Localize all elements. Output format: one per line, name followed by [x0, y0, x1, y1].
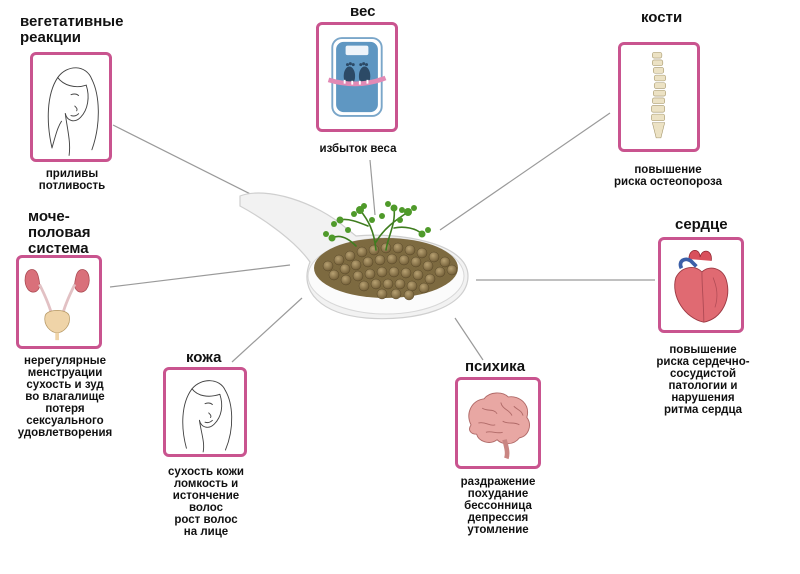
node-image-skin [163, 367, 247, 457]
node-desc-heart: повышение риска сердечно- сосудистой пат… [656, 344, 750, 416]
node-desc-vegetative: приливы потливость [38, 168, 106, 192]
woman-face-icon [182, 380, 233, 453]
node-title-bones: кости [641, 9, 683, 26]
line-skin [231, 297, 303, 363]
scale-icon [327, 37, 387, 117]
node-desc-skin: сухость кожи ломкость и истончение волос… [168, 466, 244, 538]
spoon-with-seeds-icon [239, 192, 469, 320]
line-bones [439, 112, 611, 231]
node-title-weight: вес [350, 3, 376, 20]
node-image-weight [316, 22, 398, 132]
node-desc-weight: избыток веса [319, 143, 397, 155]
node-title-psyche: психика [465, 358, 526, 375]
node-desc-urogenital: нерегулярные менструации сухость и зуд в… [17, 355, 113, 439]
node-image-heart [658, 237, 744, 333]
line-psyche [454, 317, 484, 361]
woman-face-icon [47, 67, 99, 156]
node-title-skin: кожа [186, 349, 222, 366]
line-weight [369, 159, 376, 216]
heart-icon [674, 249, 729, 323]
node-title-urogenital: моче- половая система [28, 208, 91, 257]
spoon-with-seeds [236, 180, 476, 330]
node-desc-psyche: раздражение похудание бессонница депресс… [460, 476, 536, 536]
line-urogenital [109, 264, 291, 288]
node-title-vegetative: вегетативные реакции [20, 13, 124, 46]
node-image-vegetative [30, 52, 112, 162]
node-image-urogenital [16, 255, 102, 349]
node-image-psyche [455, 377, 541, 469]
node-image-bones [618, 42, 700, 152]
spine-icon [651, 52, 666, 139]
node-desc-bones: повышение риска остеопороза [614, 164, 722, 188]
brain-icon [468, 392, 530, 460]
kidneys-icon [24, 269, 90, 341]
node-title-heart: сердце [675, 216, 728, 233]
